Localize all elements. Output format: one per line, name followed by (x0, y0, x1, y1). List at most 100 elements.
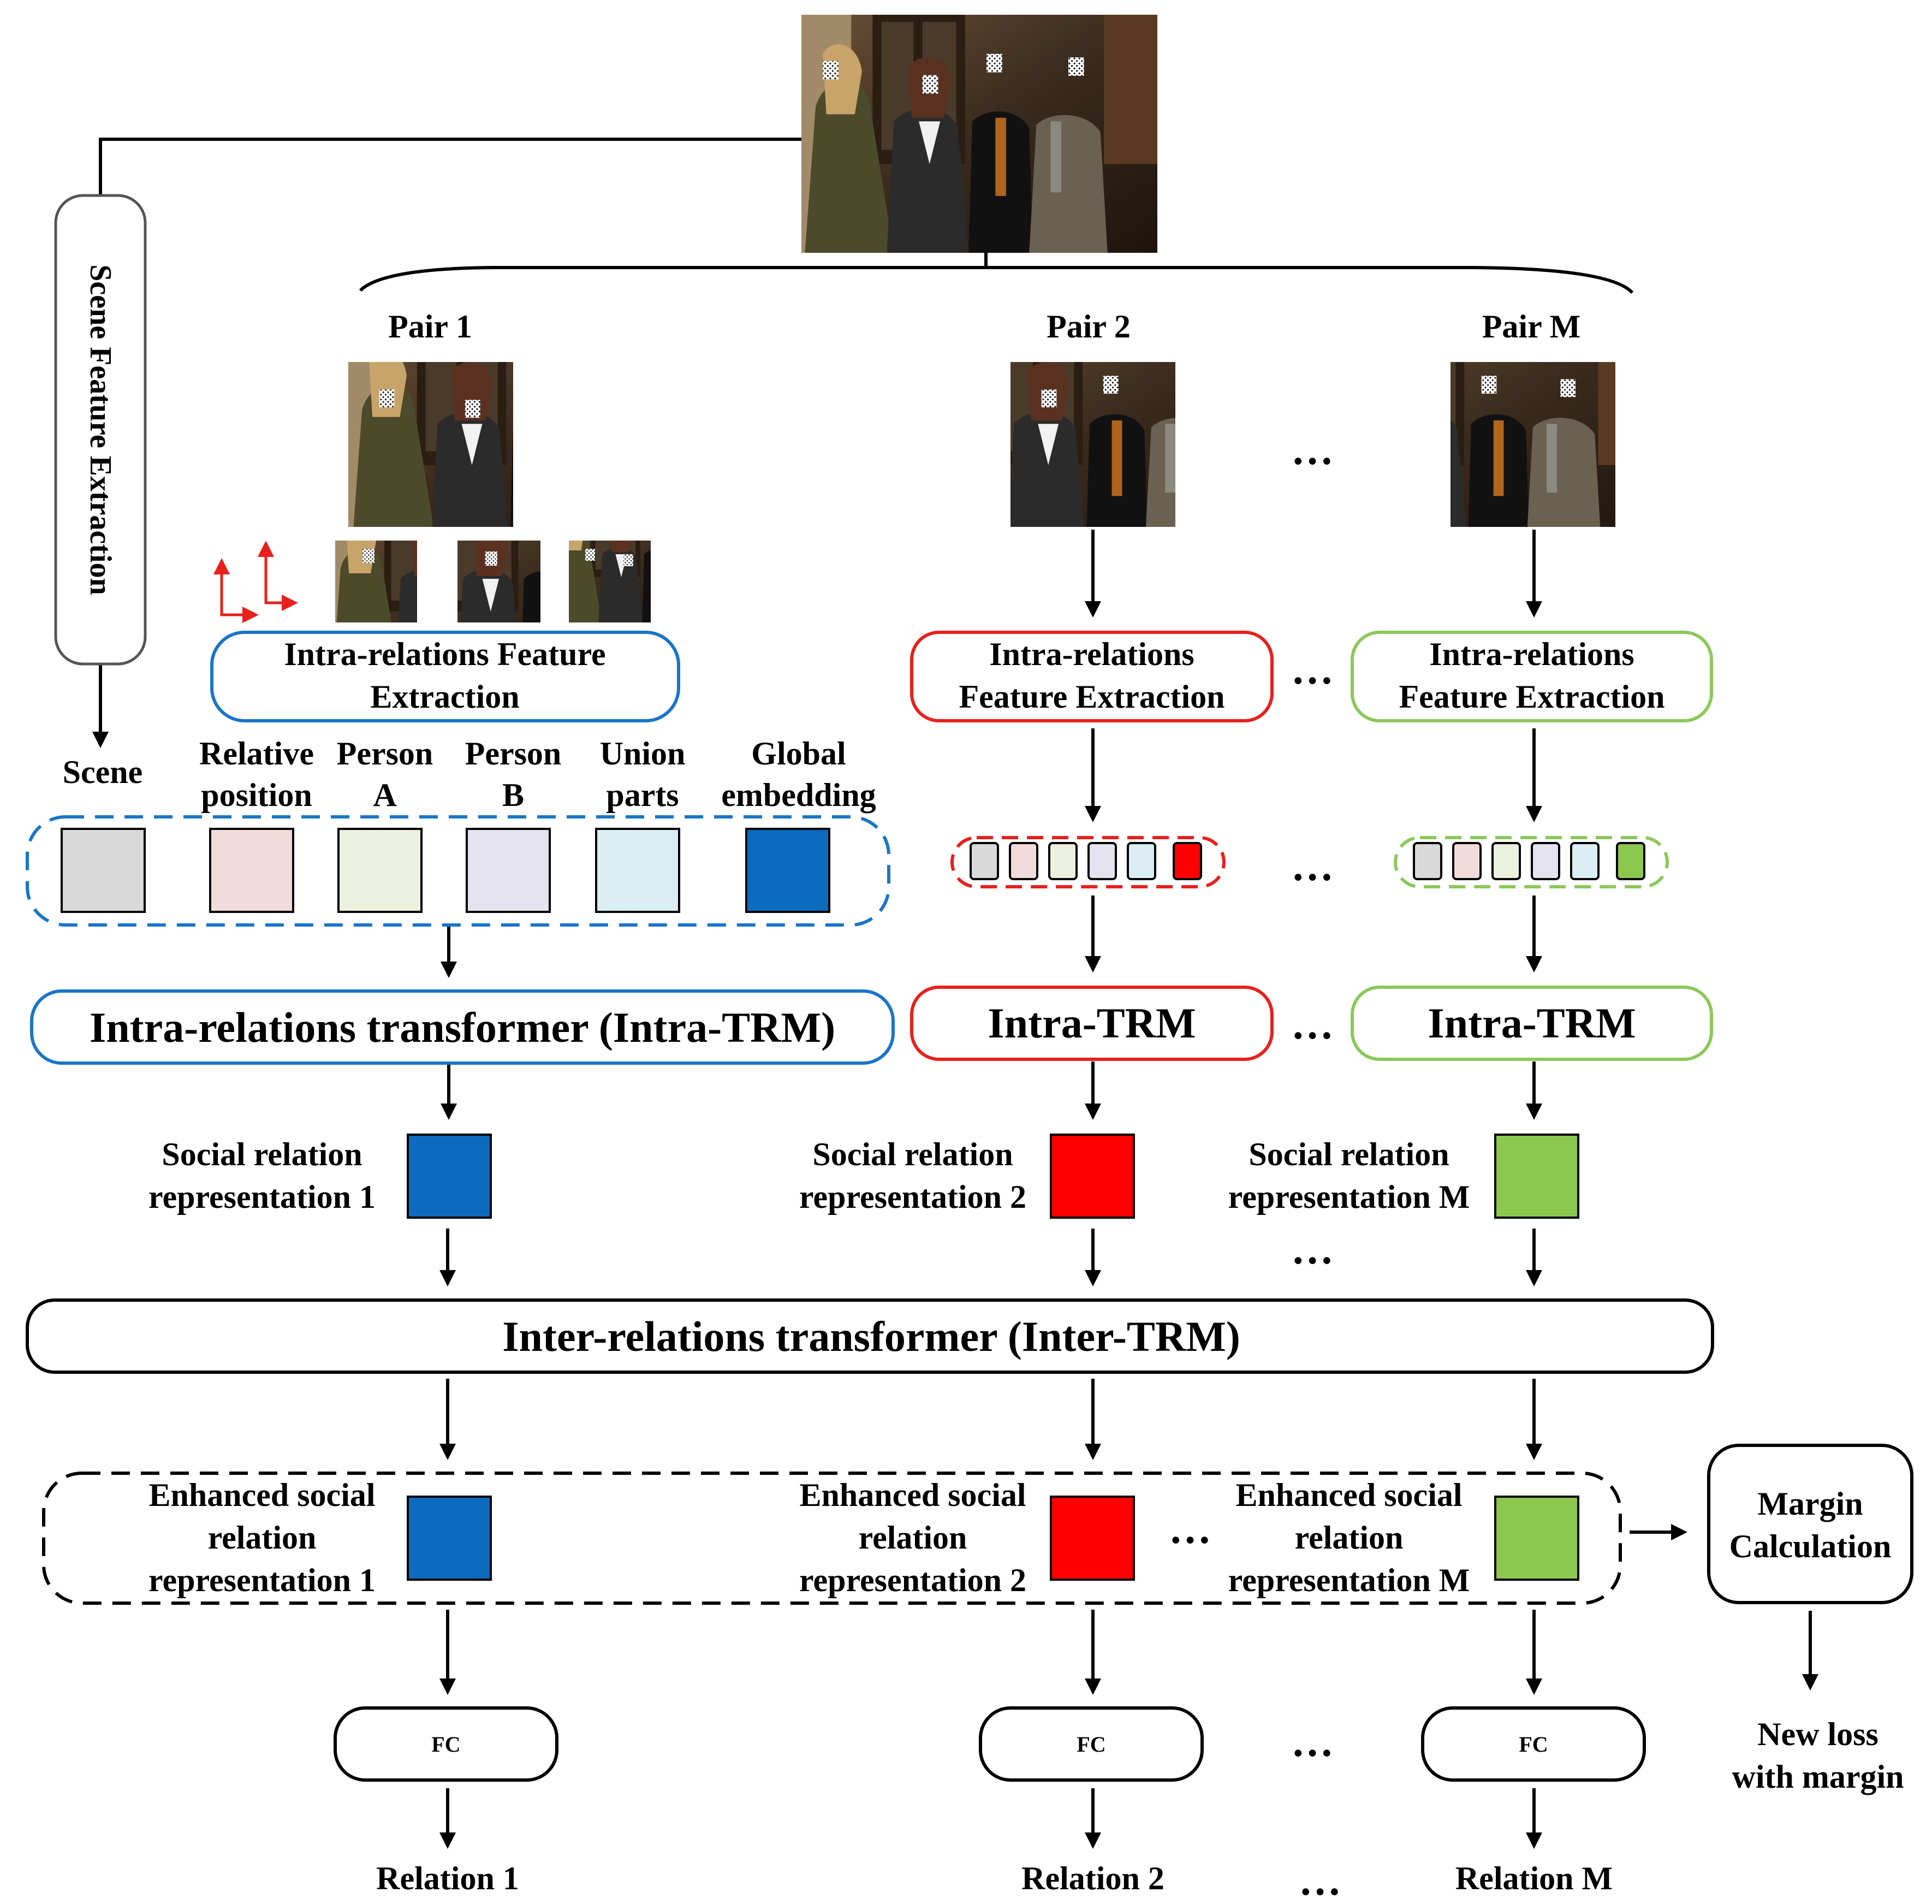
pair-2-image (1010, 362, 1175, 527)
enhanced-repr-2-line3: representation 2 (799, 1562, 1026, 1598)
scene-branch-line (99, 138, 801, 195)
enhanced-group (42, 1472, 1622, 1605)
ellipsis-relations: … (1299, 1856, 1341, 1904)
relation-1-label: Relation 1 (376, 1860, 519, 1896)
pair-1-label: Pair 1 (388, 309, 472, 345)
intra-extraction-box-m (1351, 631, 1713, 722)
social-repr-m-line2: representation M (1228, 1179, 1470, 1215)
fc-box-1 (334, 1706, 558, 1782)
person-a-label-1: Person (337, 735, 433, 772)
relative-position-label-2: position (201, 777, 312, 813)
person-b-label-1: Person (465, 735, 562, 772)
enhanced-repr-1-square (407, 1496, 492, 1581)
ellipsis-pairs: … (1291, 426, 1334, 473)
relation-m-label: Relation M (1455, 1860, 1613, 1896)
pair-1-image (348, 362, 513, 527)
enhanced-repr-1-line2: relation (208, 1520, 317, 1556)
social-repr-2-line1: Social relation (812, 1136, 1013, 1172)
scene-feature-extraction-box (54, 194, 147, 666)
token-group-m (1394, 836, 1669, 888)
enhanced-repr-2-line1: Enhanced social (799, 1477, 1026, 1513)
enhanced-repr-m-line1: Enhanced social (1235, 1477, 1462, 1513)
loss-label-1: New loss (1757, 1716, 1879, 1752)
relative-position-label-1: Relative (199, 735, 314, 772)
person-a-label-2: A (373, 777, 396, 813)
enhanced-repr-2-line2: relation (859, 1520, 967, 1556)
face-mask-icon (922, 75, 938, 94)
intra-trm-box-m (1351, 986, 1713, 1061)
intra-trm-label-m: Intra-TRM (1428, 999, 1636, 1047)
fc-label-m: FC (1519, 1732, 1548, 1757)
enhanced-repr-m-line2: relation (1295, 1520, 1404, 1556)
intra-trm-label-2: Intra-TRM (988, 999, 1196, 1047)
intra-extraction-box-2 (910, 631, 1274, 722)
pair-m-image (1451, 362, 1615, 527)
inter-trm-label: Inter-relations transformer (Inter-TRM) (502, 1313, 1240, 1360)
social-repr-m-line1: Social relation (1249, 1136, 1449, 1172)
social-repr-1-line2: representation 1 (148, 1179, 376, 1215)
intra-extraction-1-line2: Extraction (370, 679, 519, 715)
scene-photo (801, 15, 1157, 253)
ellipsis-extraction: … (1291, 645, 1334, 693)
token-person-b-1 (466, 828, 551, 913)
intra-extraction-2-line1: Intra-relations (989, 636, 1194, 672)
relation-2-label: Relation 2 (1021, 1860, 1164, 1896)
ellipsis-tokens: … (1291, 842, 1334, 889)
enhanced-repr-m-line3: representation M (1228, 1562, 1470, 1598)
scene-feature-extraction-label: Scene Feature Extraction (84, 264, 117, 595)
intra-extraction-2-line2: Feature Extraction (959, 679, 1224, 715)
ellipsis-enhanced: … (1169, 1505, 1211, 1552)
ellipsis-fc: … (1291, 1718, 1334, 1765)
union-crop (569, 541, 651, 622)
intra-extraction-m-line2: Feature Extraction (1399, 679, 1665, 715)
token-group-1 (26, 815, 890, 927)
ellipsis-social: … (1291, 1225, 1334, 1273)
union-parts-label-1: Union (600, 735, 686, 772)
scene-label: Scene (63, 754, 143, 790)
enhanced-repr-1-line1: Enhanced social (148, 1477, 375, 1513)
fc-label-2: FC (1077, 1732, 1105, 1757)
margin-label-1: Margin (1757, 1486, 1863, 1522)
margin-calculation-box (1707, 1444, 1913, 1604)
intra-trm-box-2 (910, 986, 1274, 1061)
token-position-1 (209, 828, 294, 913)
margin-label-2: Calculation (1729, 1528, 1892, 1564)
face-mask-icon (823, 61, 839, 80)
global-embedding-label-1: Global (751, 735, 846, 772)
social-repr-2-square (1050, 1134, 1135, 1219)
loss-label-2: with margin (1732, 1759, 1904, 1795)
fc-box-2 (979, 1706, 1204, 1782)
social-repr-m-square (1494, 1134, 1579, 1219)
enhanced-repr-1-line3: representation 1 (148, 1562, 376, 1598)
position-arrows-icon (213, 541, 298, 623)
token-group-2 (950, 836, 1226, 888)
token-row-m (1413, 842, 1645, 880)
face-mask-icon (986, 54, 1002, 73)
person-a-crop (335, 541, 417, 622)
social-repr-1-square (407, 1134, 492, 1219)
pair-m-label: Pair M (1482, 309, 1581, 345)
union-parts-label-2: parts (606, 777, 679, 813)
global-embedding-label-2: embedding (721, 777, 876, 813)
pair-2-label: Pair 2 (1047, 309, 1131, 345)
pairs-brace (359, 266, 1634, 294)
ellipsis-intra-trm: … (1291, 1000, 1334, 1048)
intra-trm-box-1 (30, 989, 895, 1065)
enhanced-repr-m-square (1494, 1496, 1579, 1581)
intra-extraction-box-1 (210, 631, 680, 722)
social-repr-2-line2: representation 2 (799, 1179, 1026, 1215)
token-scene-1 (61, 828, 146, 913)
fc-box-m (1421, 1706, 1646, 1782)
token-person-a-1 (337, 828, 423, 913)
connector-lines (92, 138, 1818, 1849)
token-union-1 (595, 828, 680, 913)
enhanced-repr-2-square (1050, 1496, 1135, 1581)
person-b-label-2: B (502, 777, 524, 813)
inter-trm-box (26, 1298, 1714, 1374)
person-b-crop (457, 541, 540, 622)
token-global-1 (745, 828, 830, 913)
token-row-2 (970, 842, 1202, 880)
fc-label-1: FC (431, 1732, 460, 1757)
